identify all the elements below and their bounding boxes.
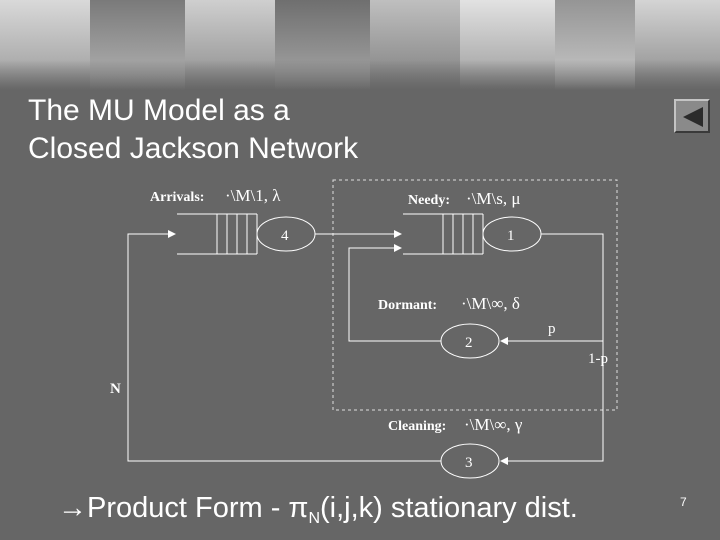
dormant-rate: ·\M\∞, δ [461, 294, 520, 313]
needy-queue [403, 214, 483, 254]
p-probability-label: p [548, 321, 556, 337]
footer-suffix: (i,j,k) stationary dist. [320, 492, 578, 524]
node-1-number: 1 [507, 228, 515, 244]
arrivals-label: Arrivals: [150, 190, 204, 205]
node-4-number: 4 [281, 228, 289, 244]
arrivals-queue [177, 214, 257, 254]
product-form-statement: →Product Form - πN(i,j,k) stationary dis… [58, 490, 578, 537]
page-number: 7 [680, 495, 687, 509]
footer-subscript: N [308, 510, 320, 527]
dormant-label: Dormant: [378, 298, 437, 313]
needy-label: Needy: [408, 193, 450, 208]
n-population-label: N [110, 381, 121, 397]
node-3-number: 3 [465, 455, 473, 471]
footer-prefix: →Product Form - π [58, 492, 308, 524]
cleaning-rate: ·\M\∞, γ [464, 415, 523, 434]
edge-2-to-1 [349, 248, 441, 341]
node-2-number: 2 [465, 335, 473, 351]
one-minus-p-label: 1-p [588, 351, 608, 367]
needy-rate: ·\M\s, μ [466, 189, 520, 208]
cleaning-label: Cleaning: [388, 419, 446, 434]
arrivals-rate: ·\M\1, λ [225, 186, 281, 205]
